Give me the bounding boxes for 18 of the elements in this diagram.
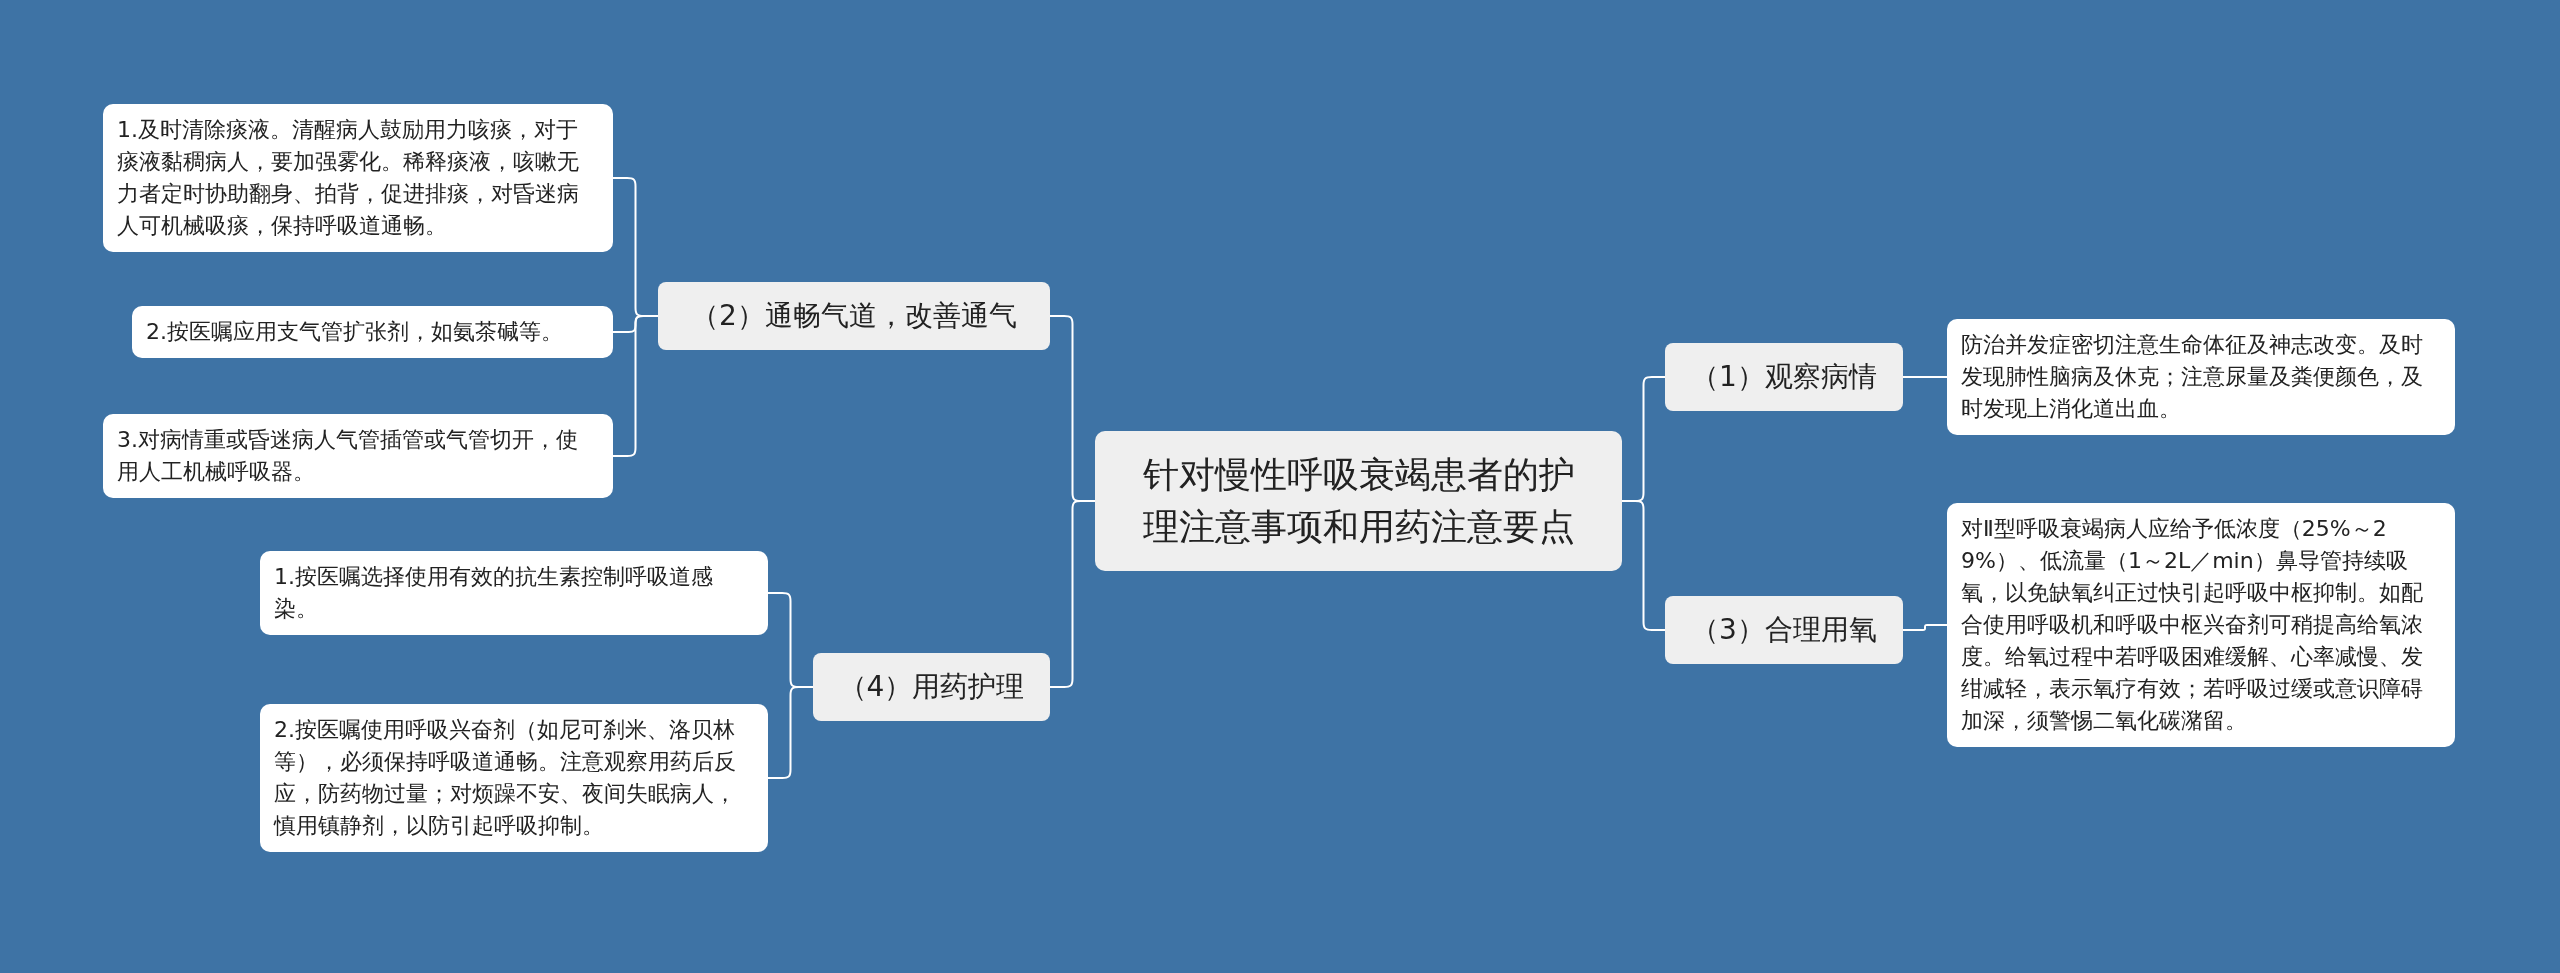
note-box: 对Ⅱ型呼吸衰竭病人应给予低浓度（25%～29%）、低流量（1～2L／min）鼻导管持续吸氧，以免缺氧纠正过快引起呼吸中枢抑制。如配合使用呼吸机和呼吸中枢兴奋剂可稍提高给氧浓度。给氧过程中若呼吸困难缓解、心率减慢、发绀减轻，表示氧疗有效；若呼吸过缓或意识障碍加深，须警惕二氧化碳潴留。 [1947,503,2455,747]
connector-line [1902,376,1948,378]
branch-box: （4）用药护理 [813,653,1050,721]
topic-box: 针对慢性呼吸衰竭患者的护理注意事项和用药注意要点 [1095,431,1622,571]
connector-line [1049,500,1096,688]
note-box: 2.按医嘱使用呼吸兴奋剂（如尼可刹米、洛贝林等），必须保持呼吸道通畅。注意观察用药后反应，防药物过量；对烦躁不安、夜间失眠病人，慎用镇静剂，以防引起呼吸抑制。 [260,704,768,852]
note-box: 2.按医嘱应用支气管扩张剂，如氨茶碱等。 [132,306,613,358]
note-box: 3.对病情重或昏迷病人气管插管或气管切开，使用人工机械呼吸器。 [103,414,613,498]
branch-box: （1）观察病情 [1665,343,1903,411]
branch-box: （2）通畅气道，改善通气 [658,282,1050,350]
connector-line [612,315,659,457]
connector-line [1902,624,1948,631]
connector-line [767,686,814,779]
note-box: 1.按医嘱选择使用有效的抗生素控制呼吸道感染。 [260,551,768,635]
note-box: 防治并发症密切注意生命体征及神志改变。及时发现肺性脑病及休克；注意尿量及粪便颜色，及时发现上消化道出血。 [1947,319,2455,435]
note-box: 1.及时清除痰液。清醒病人鼓励用力咳痰，对于痰液黏稠病人，要加强雾化。稀释痰液，咳嗽无力者定时协助翻身、拍背，促进排痰，对昏迷病人可机械吸痰，保持呼吸道通畅。 [103,104,613,252]
branch-box: （3）合理用氧 [1665,596,1903,664]
connector-line [1621,500,1666,631]
